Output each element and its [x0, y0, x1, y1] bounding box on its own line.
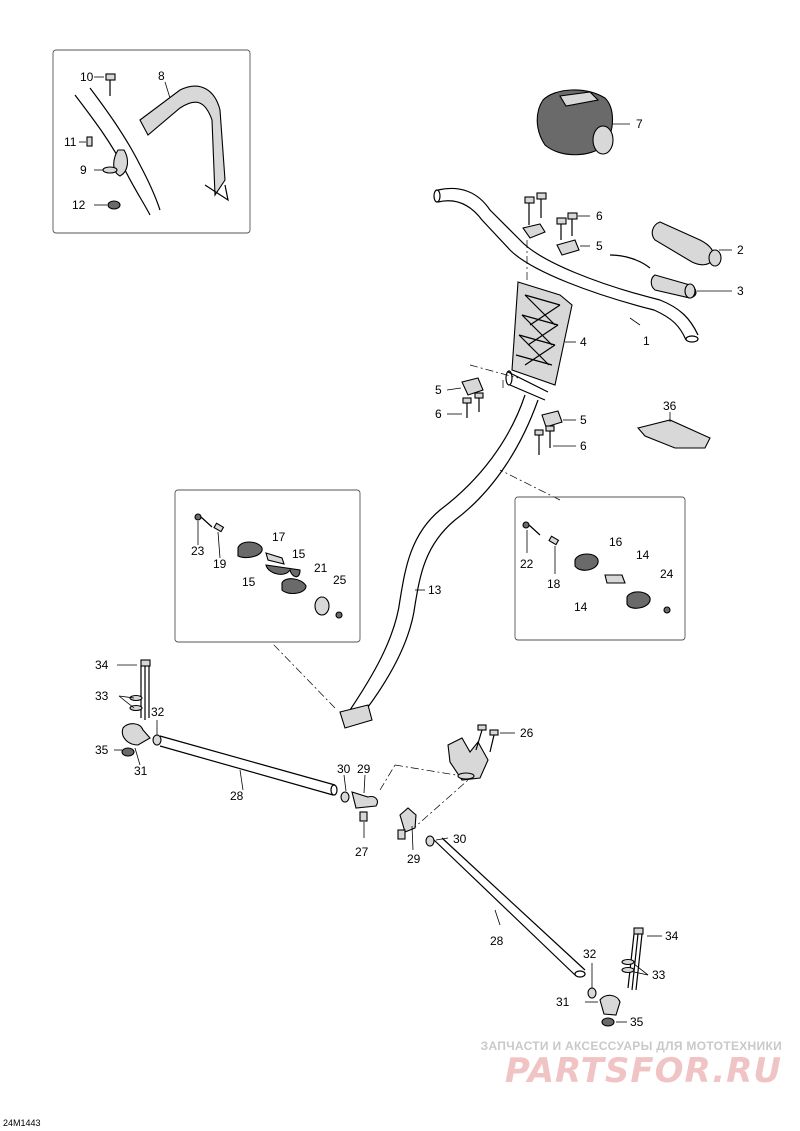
callout-11: 11 [64, 135, 77, 149]
watermark: ЗАПЧАСТИ И АКСЕССУАРЫ ДЛЯ МОТОТЕХНИКИ PA… [481, 1039, 782, 1089]
callout-34-upper: 34 [95, 658, 109, 672]
callout-8: 8 [158, 69, 165, 83]
callout-15-lower: 15 [242, 575, 256, 589]
callout-33-lower: 33 [652, 968, 666, 982]
callout-17: 17 [272, 530, 286, 544]
callout-28-upper: 28 [230, 789, 244, 803]
callout-35-lower: 35 [630, 1015, 644, 1029]
callout-23: 23 [191, 544, 205, 558]
callout-13: 13 [428, 583, 442, 597]
callout-3: 3 [737, 284, 744, 298]
callout-26: 26 [520, 726, 534, 740]
part-1-handlebar: 1 [433, 187, 699, 348]
callout-36: 36 [663, 399, 677, 413]
callout-32-lower: 32 [583, 947, 597, 961]
callout-6-left: 6 [435, 407, 442, 421]
callout-14-lower: 14 [574, 600, 588, 614]
part-7-cover: 7 [536, 89, 643, 156]
callout-16: 16 [609, 535, 623, 549]
callout-30-upper: 30 [337, 762, 351, 776]
callout-18: 18 [547, 577, 561, 591]
tie-rod-upper: 34 33 32 35 31 28 30 29 27 [95, 658, 378, 859]
callout-34-lower: 34 [665, 929, 679, 943]
watermark-logo: PARTSFOR.RU [504, 1051, 782, 1091]
callout-25: 25 [333, 573, 347, 587]
callout-6-right: 6 [580, 439, 587, 453]
callout-32-upper: 32 [151, 705, 165, 719]
callout-2: 2 [737, 243, 744, 257]
callout-24: 24 [660, 567, 674, 581]
callout-10: 10 [80, 70, 94, 84]
part-4-riser: 4 [511, 281, 587, 386]
callout-21: 21 [314, 561, 328, 575]
callout-9: 9 [80, 163, 87, 177]
callout-15-upper: 15 [292, 547, 306, 561]
callout-4: 4 [580, 335, 587, 349]
inset-handlebar-pad: 10 8 11 9 12 [52, 49, 251, 234]
inset-right-bushings: 22 18 16 14 14 24 [514, 496, 686, 641]
construction-lines [271, 240, 561, 828]
part-26-bracket: 26 [447, 724, 534, 781]
part-36-plate: 36 [636, 399, 711, 449]
callout-5-upper: 5 [596, 239, 603, 253]
part-13-steering-column: 13 [339, 370, 549, 729]
upper-clamps: 6 5 [522, 192, 603, 256]
callout-33-upper: 33 [95, 689, 109, 703]
callout-5-right: 5 [580, 413, 587, 427]
callout-19: 19 [213, 557, 227, 571]
callout-31-upper: 31 [134, 764, 148, 778]
callout-6-upper: 6 [596, 209, 603, 223]
callout-14-upper: 14 [636, 548, 650, 562]
callout-27: 27 [355, 845, 369, 859]
callout-31-lower: 31 [556, 995, 570, 1009]
callout-28-lower: 28 [490, 934, 504, 948]
callout-22: 22 [520, 557, 534, 571]
watermark-subtitle: ЗАПЧАСТИ И АКСЕССУАРЫ ДЛЯ МОТОТЕХНИКИ [480, 1039, 782, 1053]
lower-clamps: 5 6 5 6 [435, 377, 587, 455]
callout-29-lower: 29 [407, 852, 421, 866]
parts-2-3-grips: 2 3 [650, 221, 744, 299]
drawing-code: 24M1443 [3, 1118, 41, 1128]
callout-7: 7 [636, 117, 643, 131]
callout-12: 12 [72, 198, 86, 212]
callout-1: 1 [643, 334, 650, 348]
callout-35-upper: 35 [95, 743, 109, 757]
callout-30-lower: 30 [453, 832, 467, 846]
callout-29-upper: 29 [357, 762, 371, 776]
callout-5-left: 5 [435, 383, 442, 397]
inset-left-bushings: 23 19 17 15 15 21 25 [174, 489, 361, 643]
tie-rod-lower: 29 30 28 32 31 34 33 35 [397, 807, 679, 1029]
